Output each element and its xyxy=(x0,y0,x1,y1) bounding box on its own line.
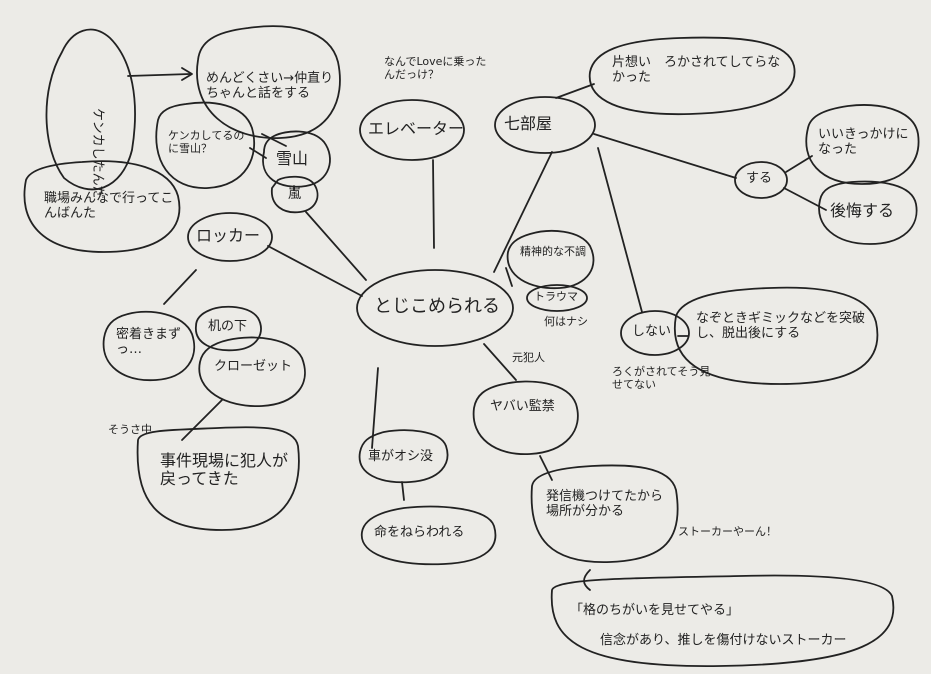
bubble-shinai xyxy=(620,310,690,356)
link-nakanaori-yukiyama xyxy=(261,133,287,147)
jikengenba-text: 事件現場に犯人が戻ってきた xyxy=(160,451,289,489)
bubble-mitchaku xyxy=(102,310,196,381)
kuruma-text: 車がオシ没 xyxy=(368,449,434,464)
bubble-gimmick xyxy=(673,286,879,385)
link-kenka-yukiyama xyxy=(249,147,267,159)
kenka-yukiyama-text: ケンカしてるのに雪山？ xyxy=(168,129,245,155)
koukai-text: 後悔する xyxy=(830,201,895,220)
shinai-text: しない xyxy=(632,324,672,339)
mitchaku-text: 密着きまずっ… xyxy=(116,327,182,357)
bubble-nanabeya xyxy=(494,96,596,154)
motohannin-text: 元犯人 xyxy=(512,351,545,364)
link-kuruma-inochi xyxy=(401,481,405,501)
bubble-kenka-shitanda xyxy=(45,28,136,191)
bubble-jikengenba xyxy=(136,426,300,531)
tsukue-text: 机の下 xyxy=(208,319,248,334)
bubble-trauma xyxy=(526,284,588,312)
soto-nashi-text: 何はナシ xyxy=(544,315,588,328)
bubble-shinnen xyxy=(550,574,895,667)
bubble-tsukue xyxy=(195,305,262,352)
center-bubble xyxy=(356,269,514,347)
bubble-arashi xyxy=(271,175,319,214)
bubble-closet xyxy=(198,336,306,407)
bubble-hasshinki xyxy=(530,464,679,563)
kenka-shitanda-text: ケンカしたんだ xyxy=(90,108,105,199)
hasshinki-text: 発信機つけてたから場所が分かる xyxy=(546,489,664,519)
bubble-iikikkake xyxy=(805,104,920,185)
nakanaori-text: めんどくさい→仲直りちゃんと話をする xyxy=(206,71,334,101)
stalker-yan-text: ストーカーやーん！ xyxy=(678,525,777,538)
link-yabai-hasshinki xyxy=(539,455,553,481)
shokuba-text: 職場みんなで行ってこんばんた xyxy=(44,191,174,221)
yabai-kankin-text: ヤバい監禁 xyxy=(490,399,555,414)
link-center-yabai xyxy=(483,343,517,381)
bubble-yabai xyxy=(472,380,579,455)
bubble-elevator xyxy=(359,99,465,161)
bubble-nakanaori xyxy=(196,25,341,139)
elevator-text: エレベーター xyxy=(368,119,465,138)
inochi-text: 命をねらわれる xyxy=(374,525,465,540)
link-suru-koukai xyxy=(783,187,827,211)
sousachuu-text: そうさ中 xyxy=(108,423,152,436)
nanabeya-text: 七部屋 xyxy=(504,114,553,133)
yukiyama-text: 雪山 xyxy=(276,149,309,168)
arrowhead-kenka xyxy=(181,67,193,81)
arashi-text: 嵐 xyxy=(288,187,302,202)
seishinteki-text: 精神的な不調 xyxy=(520,245,586,258)
bubble-koukai xyxy=(818,180,918,245)
bubble-yukiyama xyxy=(262,130,331,188)
link-elevator-center xyxy=(432,159,435,249)
elevator-question-text: なんでLoveに乗ったんだっけ？ xyxy=(384,55,487,81)
arrow-kenka xyxy=(127,73,191,77)
link-nanabeya-kataomoi xyxy=(555,83,595,99)
suru-text: する xyxy=(746,171,773,186)
bubble-suru xyxy=(734,161,788,199)
trauma-text: トラウマ xyxy=(534,290,578,303)
kataomoi-text: 片想い ろかされてしてらなかった xyxy=(612,55,781,85)
shinnen-text: 信念があり、推しを傷付けないストーカー xyxy=(600,633,847,648)
closet-text: クローゼット xyxy=(214,359,293,374)
rokugasarete-text: ろくがされてそう見せてない xyxy=(612,365,711,391)
iikikkake-text: いいきっかけになった xyxy=(818,127,909,157)
bubble-kuruma xyxy=(358,429,449,484)
link-arashi-center xyxy=(305,211,367,281)
link-center-kuruma xyxy=(371,367,379,449)
link-suru-iikikkake xyxy=(785,155,813,173)
bubble-seishinteki xyxy=(506,229,595,290)
bubble-inochi xyxy=(361,505,497,566)
quote-text: 「格のちがいを見せてやる」 xyxy=(570,603,740,618)
link-nanabeya-shinai xyxy=(597,147,643,313)
link-nanabeya-center xyxy=(493,151,553,273)
bubble-kataomoi xyxy=(588,36,796,116)
link-hasshinki-shinnen xyxy=(583,569,591,591)
center-label: とじこめられる xyxy=(374,296,500,317)
bubble-shokuba xyxy=(23,160,181,253)
bubble-locker xyxy=(187,212,273,262)
bubble-kenka-yukiyama xyxy=(155,101,256,189)
gimmick-text: なぞときギミックなどを突破し、脱出後にする xyxy=(696,311,866,341)
link-locker-center xyxy=(267,245,363,297)
locker-text: ロッカー xyxy=(196,226,261,245)
link-locker-mitchaku xyxy=(163,269,197,305)
link-center-mental xyxy=(505,267,513,287)
link-nanabeya-suru xyxy=(593,133,737,179)
link-closet-jiken xyxy=(181,399,223,441)
